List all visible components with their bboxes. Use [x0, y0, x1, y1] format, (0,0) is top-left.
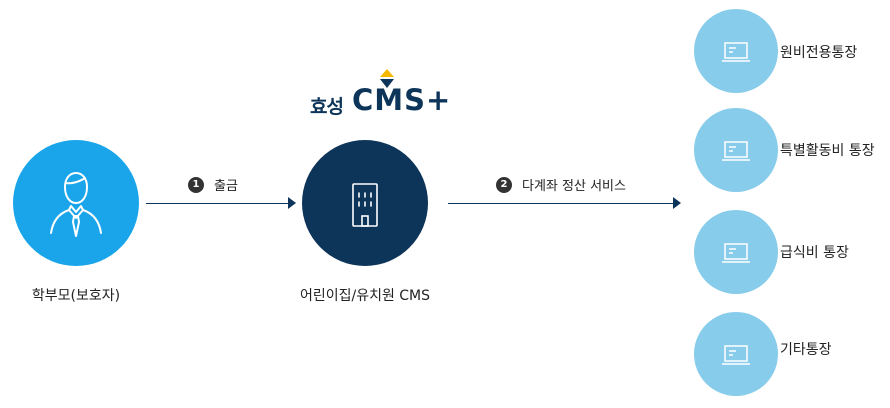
laptop-icon — [722, 243, 750, 263]
building-icon — [352, 183, 378, 227]
parent-node — [13, 140, 139, 266]
laptop-icon — [722, 42, 750, 62]
account-label: 기타통장 — [780, 342, 832, 358]
step-2-number: 2 — [496, 176, 512, 193]
account-node — [694, 108, 778, 192]
arrow-1-head — [288, 197, 296, 209]
center-node — [302, 140, 428, 266]
step-1-label: 출금 — [214, 179, 238, 194]
arrow-1-line — [146, 203, 288, 204]
parent-label: 학부모(보호자) — [31, 288, 121, 304]
account-node — [694, 210, 778, 294]
person-with-tie-icon — [50, 172, 102, 237]
arrow-2-head — [673, 197, 681, 209]
logo-brand-en: CMS+ — [352, 83, 452, 117]
account-label: 급식비 통장 — [780, 245, 849, 261]
account-label: 특별활동비 통장 — [780, 143, 875, 159]
laptop-icon — [722, 345, 750, 365]
step-1-number: 1 — [188, 176, 204, 193]
step-1: 1 출금 — [188, 175, 238, 194]
center-label: 어린이집/유치원 CMS — [299, 288, 431, 304]
logo-mark-icon — [380, 69, 394, 88]
account-node — [694, 9, 778, 93]
account-label: 원비전용통장 — [780, 45, 858, 61]
step-2: 2 다계좌 정산 서비스 — [496, 175, 626, 194]
hyosung-cms-logo: 효성 CMS+ — [310, 68, 450, 118]
account-node — [694, 312, 778, 396]
arrow-2-line — [448, 203, 673, 204]
step-2-label: 다계좌 정산 서비스 — [522, 179, 626, 194]
logo-brand-kr: 효성 — [310, 96, 344, 118]
laptop-icon — [722, 141, 750, 161]
